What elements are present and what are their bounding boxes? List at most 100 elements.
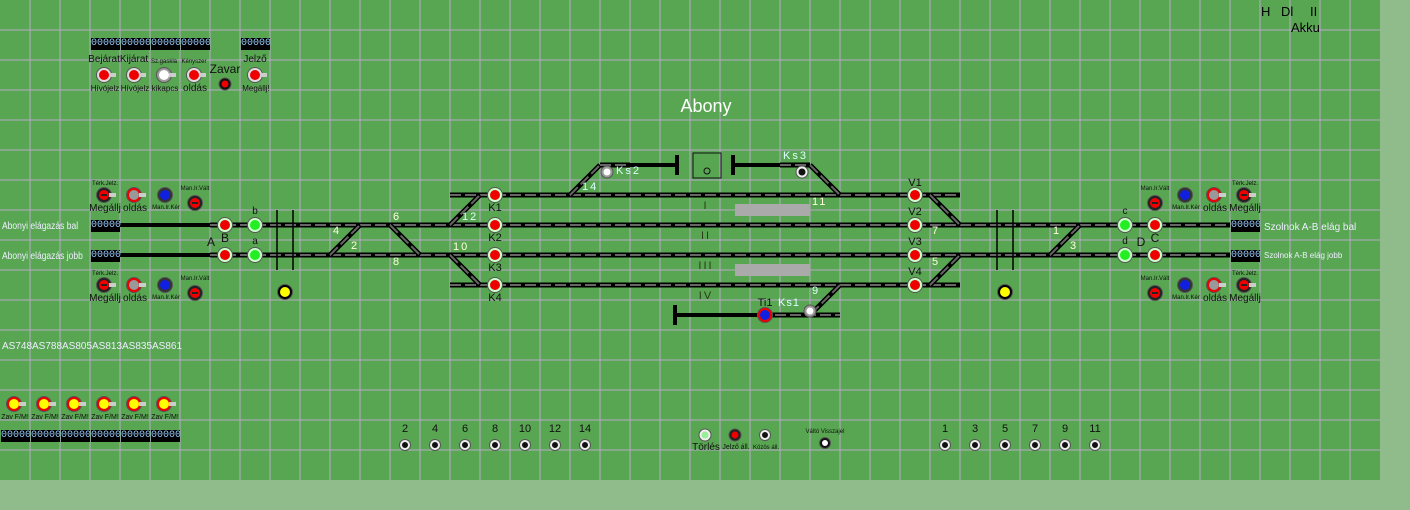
switch-label: 9 bbox=[812, 285, 821, 297]
indicator-akku: Akku bbox=[1291, 20, 1320, 35]
signal-V2[interactable] bbox=[908, 218, 922, 232]
manual-route-request-button[interactable] bbox=[158, 188, 172, 202]
fault-indicator bbox=[219, 78, 231, 90]
forced-release-button[interactable] bbox=[187, 68, 206, 82]
signal-c[interactable] bbox=[1118, 218, 1132, 232]
track-segment bbox=[569, 164, 601, 196]
common-stop-button[interactable] bbox=[760, 430, 770, 440]
switch-button[interactable] bbox=[520, 440, 530, 450]
label: Man.Ir.Vált bbox=[180, 276, 210, 282]
switch-button[interactable] bbox=[400, 440, 410, 450]
counter: 00000 bbox=[91, 38, 122, 50]
counter: 00000 bbox=[91, 220, 122, 232]
signal-K1[interactable] bbox=[488, 188, 502, 202]
signal-label: V1 bbox=[908, 177, 922, 189]
manual-route-request-button[interactable] bbox=[1178, 278, 1192, 292]
signal-V4[interactable] bbox=[908, 278, 922, 292]
switch-label: 6 bbox=[393, 211, 402, 223]
as-label: AS813 bbox=[92, 341, 123, 352]
fault-button[interactable] bbox=[157, 397, 176, 411]
signal-label: A bbox=[206, 235, 216, 249]
switch-button[interactable] bbox=[430, 440, 440, 450]
switch-button[interactable] bbox=[1060, 440, 1070, 450]
clear-button[interactable] bbox=[699, 429, 711, 441]
fault-button[interactable] bbox=[7, 397, 26, 411]
signal-Ti1[interactable] bbox=[758, 308, 772, 322]
switch-button[interactable] bbox=[1090, 440, 1100, 450]
signal-K2[interactable] bbox=[488, 218, 502, 232]
manual-route-request-button[interactable] bbox=[158, 278, 172, 292]
route-release-button[interactable] bbox=[1207, 278, 1226, 292]
counter: 00000 bbox=[121, 430, 152, 442]
signal-d[interactable] bbox=[1118, 248, 1132, 262]
disable-button[interactable] bbox=[157, 68, 176, 82]
switch-button[interactable] bbox=[580, 440, 590, 450]
switch-button[interactable] bbox=[940, 440, 950, 450]
signal-label: d bbox=[1122, 236, 1128, 247]
switch-button[interactable] bbox=[490, 440, 500, 450]
switch-button[interactable] bbox=[1000, 440, 1010, 450]
switch-label: 1 bbox=[1053, 225, 1062, 237]
counter: 00000 bbox=[1231, 220, 1262, 232]
route-release-button[interactable] bbox=[127, 278, 146, 292]
signal-B[interactable] bbox=[218, 218, 232, 232]
route-stop-button[interactable] bbox=[1237, 188, 1256, 202]
track-segment bbox=[449, 194, 481, 226]
switch-button-label: 7 bbox=[1031, 423, 1039, 435]
switch-button[interactable] bbox=[550, 440, 560, 450]
manual-route-request-button[interactable] bbox=[1178, 188, 1192, 202]
shunting-signal[interactable] bbox=[998, 285, 1012, 299]
manual-route-switch-button[interactable] bbox=[1148, 286, 1162, 300]
label: oldás bbox=[123, 293, 147, 304]
label: Közös áll. bbox=[752, 445, 780, 451]
fault-button[interactable] bbox=[97, 397, 116, 411]
interlocking-panel: Abony 00000 00000 00000 00000 00000 Bejá… bbox=[0, 0, 1380, 480]
switch-button[interactable] bbox=[970, 440, 980, 450]
route-stop-button[interactable] bbox=[97, 278, 116, 292]
signal-label: K1 bbox=[488, 202, 502, 214]
fault-button[interactable] bbox=[67, 397, 86, 411]
signal-Ks1[interactable] bbox=[804, 305, 816, 317]
label: kikapcs bbox=[151, 84, 179, 93]
shunting-signal[interactable] bbox=[278, 285, 292, 299]
manual-route-switch-button[interactable] bbox=[188, 286, 202, 300]
switch-button[interactable] bbox=[460, 440, 470, 450]
signal-b[interactable] bbox=[248, 218, 262, 232]
signal-label: D bbox=[1136, 235, 1146, 249]
track-segment bbox=[329, 224, 361, 256]
route-stop-button[interactable] bbox=[97, 188, 116, 202]
counter: 00000 bbox=[151, 38, 182, 50]
switch-button-label: 1 bbox=[941, 423, 949, 435]
label: Térk.Jelz. bbox=[1231, 271, 1259, 277]
signal-C[interactable] bbox=[1148, 218, 1162, 232]
manual-route-switch-button[interactable] bbox=[1148, 196, 1162, 210]
signal-K3[interactable] bbox=[488, 248, 502, 262]
platform bbox=[735, 204, 810, 216]
signal-stop-button[interactable] bbox=[248, 68, 267, 82]
signal-label: Ks3 bbox=[783, 150, 808, 162]
signal-D[interactable] bbox=[1148, 248, 1162, 262]
label: Man.Ir.Vált bbox=[1140, 276, 1170, 282]
signal-a[interactable] bbox=[248, 248, 262, 262]
manual-route-switch-button[interactable] bbox=[188, 196, 202, 210]
fault-button[interactable] bbox=[127, 397, 146, 411]
fault-button[interactable] bbox=[37, 397, 56, 411]
route-release-button[interactable] bbox=[1207, 188, 1226, 202]
line-name-left-1: Abonyi elágazás bal bbox=[2, 221, 79, 232]
route-stop-button[interactable] bbox=[1237, 278, 1256, 292]
entry-call-signal-button[interactable] bbox=[97, 68, 116, 82]
switch-label: 10 bbox=[453, 241, 470, 253]
label: Térk.Jelz. bbox=[1231, 181, 1259, 187]
switch-feedback-button[interactable] bbox=[820, 438, 830, 448]
signal-Ks2[interactable] bbox=[601, 166, 613, 178]
signal-A[interactable] bbox=[218, 248, 232, 262]
signal-Ks3[interactable] bbox=[796, 166, 808, 178]
route-release-button[interactable] bbox=[127, 188, 146, 202]
signal-stop-all-button[interactable] bbox=[729, 429, 741, 441]
signal-K4[interactable] bbox=[488, 278, 502, 292]
signal-V3[interactable] bbox=[908, 248, 922, 262]
switch-button[interactable] bbox=[1030, 440, 1040, 450]
exit-call-signal-button[interactable] bbox=[127, 68, 146, 82]
track-label-I: I bbox=[703, 200, 709, 212]
signal-V1[interactable] bbox=[908, 188, 922, 202]
